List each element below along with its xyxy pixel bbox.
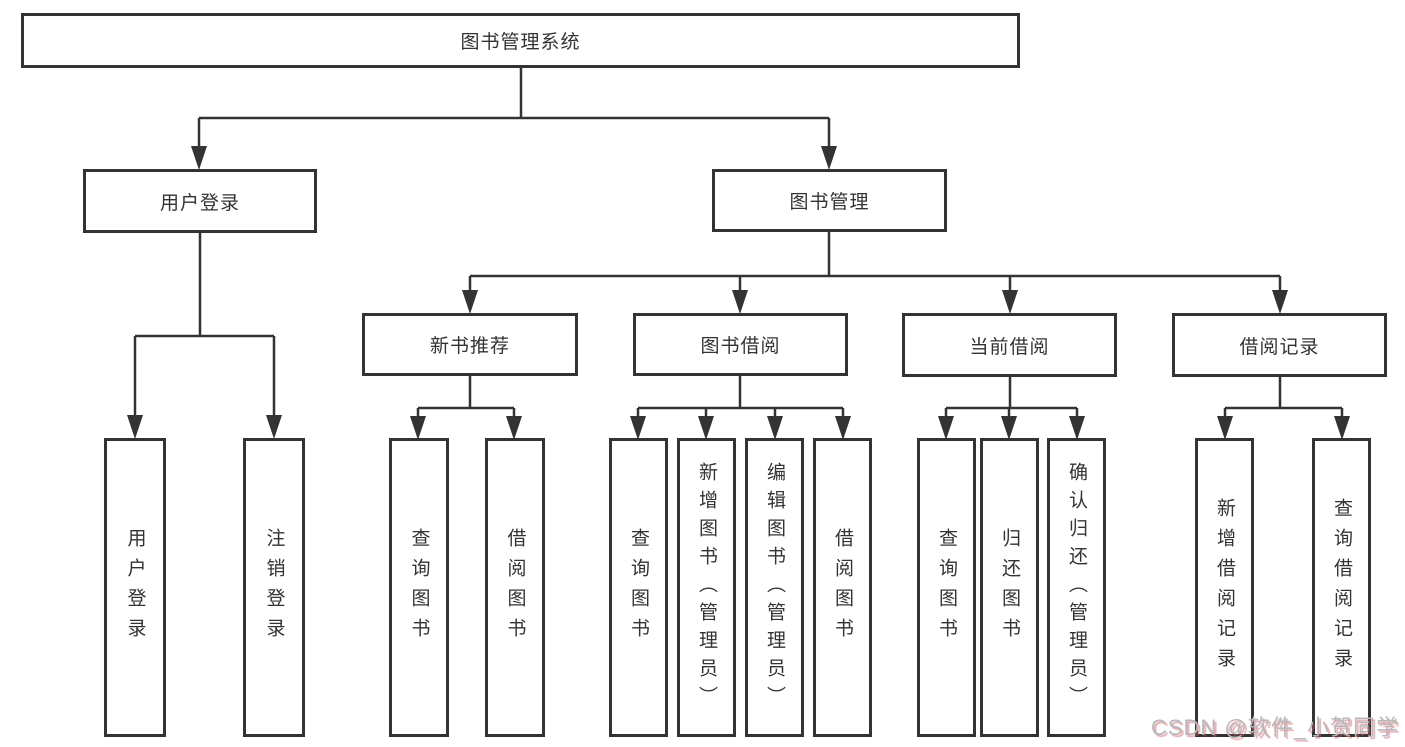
- node-label: 图书借阅: [700, 336, 781, 357]
- node-label: 新书推荐: [429, 336, 510, 357]
- node-label: 借阅图书: [504, 527, 526, 648]
- leaf-search-books-current: 查询图书: [917, 438, 976, 737]
- node-label: 归还图书: [999, 527, 1020, 648]
- leaf-confirm-return-admin: 确认归还（管理员）: [1047, 438, 1106, 737]
- leaf-borrow-books-recommend: 借阅图书: [485, 438, 545, 737]
- node-label: 借阅记录: [1239, 336, 1320, 358]
- leaf-return-books: 归还图书: [980, 438, 1039, 737]
- leaf-logout: 注销登录: [243, 438, 305, 737]
- leaf-search-books-recommend: 查询图书: [389, 438, 449, 737]
- node-label: 图书管理: [789, 192, 870, 213]
- leaf-add-borrow-record: 新增借阅记录: [1195, 438, 1254, 737]
- node-label: 用户登录: [159, 192, 240, 214]
- node-label: 注销登录: [263, 527, 285, 648]
- node-label: 查询借阅记录: [1331, 497, 1352, 678]
- leaf-borrow-books-borrowing: 借阅图书: [813, 438, 872, 737]
- leaf-add-books-admin: 新增图书（管理员）: [677, 438, 736, 737]
- node-label: 图书管理系统: [460, 32, 581, 53]
- leaf-search-borrow-record: 查询借阅记录: [1312, 438, 1371, 737]
- node-borrowing-records: 借阅记录: [1172, 313, 1387, 377]
- node-label: 编辑图书（管理员）: [764, 461, 785, 714]
- node-library-management-system: 图书管理系统: [21, 13, 1020, 68]
- node-book-borrowing: 图书借阅: [633, 313, 848, 376]
- node-user-login: 用户登录: [83, 169, 317, 233]
- watermark: CSDN @软件_小贺同学: [1150, 715, 1399, 740]
- node-label: 借阅图书: [832, 527, 853, 648]
- leaf-search-books-borrowing: 查询图书: [609, 438, 668, 737]
- node-book-management: 图书管理: [712, 169, 947, 232]
- node-label: 查询图书: [628, 527, 649, 648]
- node-label: 用户登录: [124, 527, 146, 648]
- node-new-book-recommendation: 新书推荐: [362, 313, 578, 376]
- node-label: 确认归还（管理员）: [1066, 461, 1087, 714]
- node-label: 查询图书: [936, 527, 957, 648]
- node-label: 新增图书（管理员）: [696, 461, 717, 714]
- node-label: 新增借阅记录: [1214, 497, 1235, 678]
- node-label: 当前借阅: [969, 336, 1050, 358]
- leaf-edit-books-admin: 编辑图书（管理员）: [745, 438, 804, 737]
- node-current-borrowing: 当前借阅: [902, 313, 1117, 377]
- leaf-user-login: 用户登录: [104, 438, 166, 737]
- node-label: 查询图书: [408, 527, 430, 648]
